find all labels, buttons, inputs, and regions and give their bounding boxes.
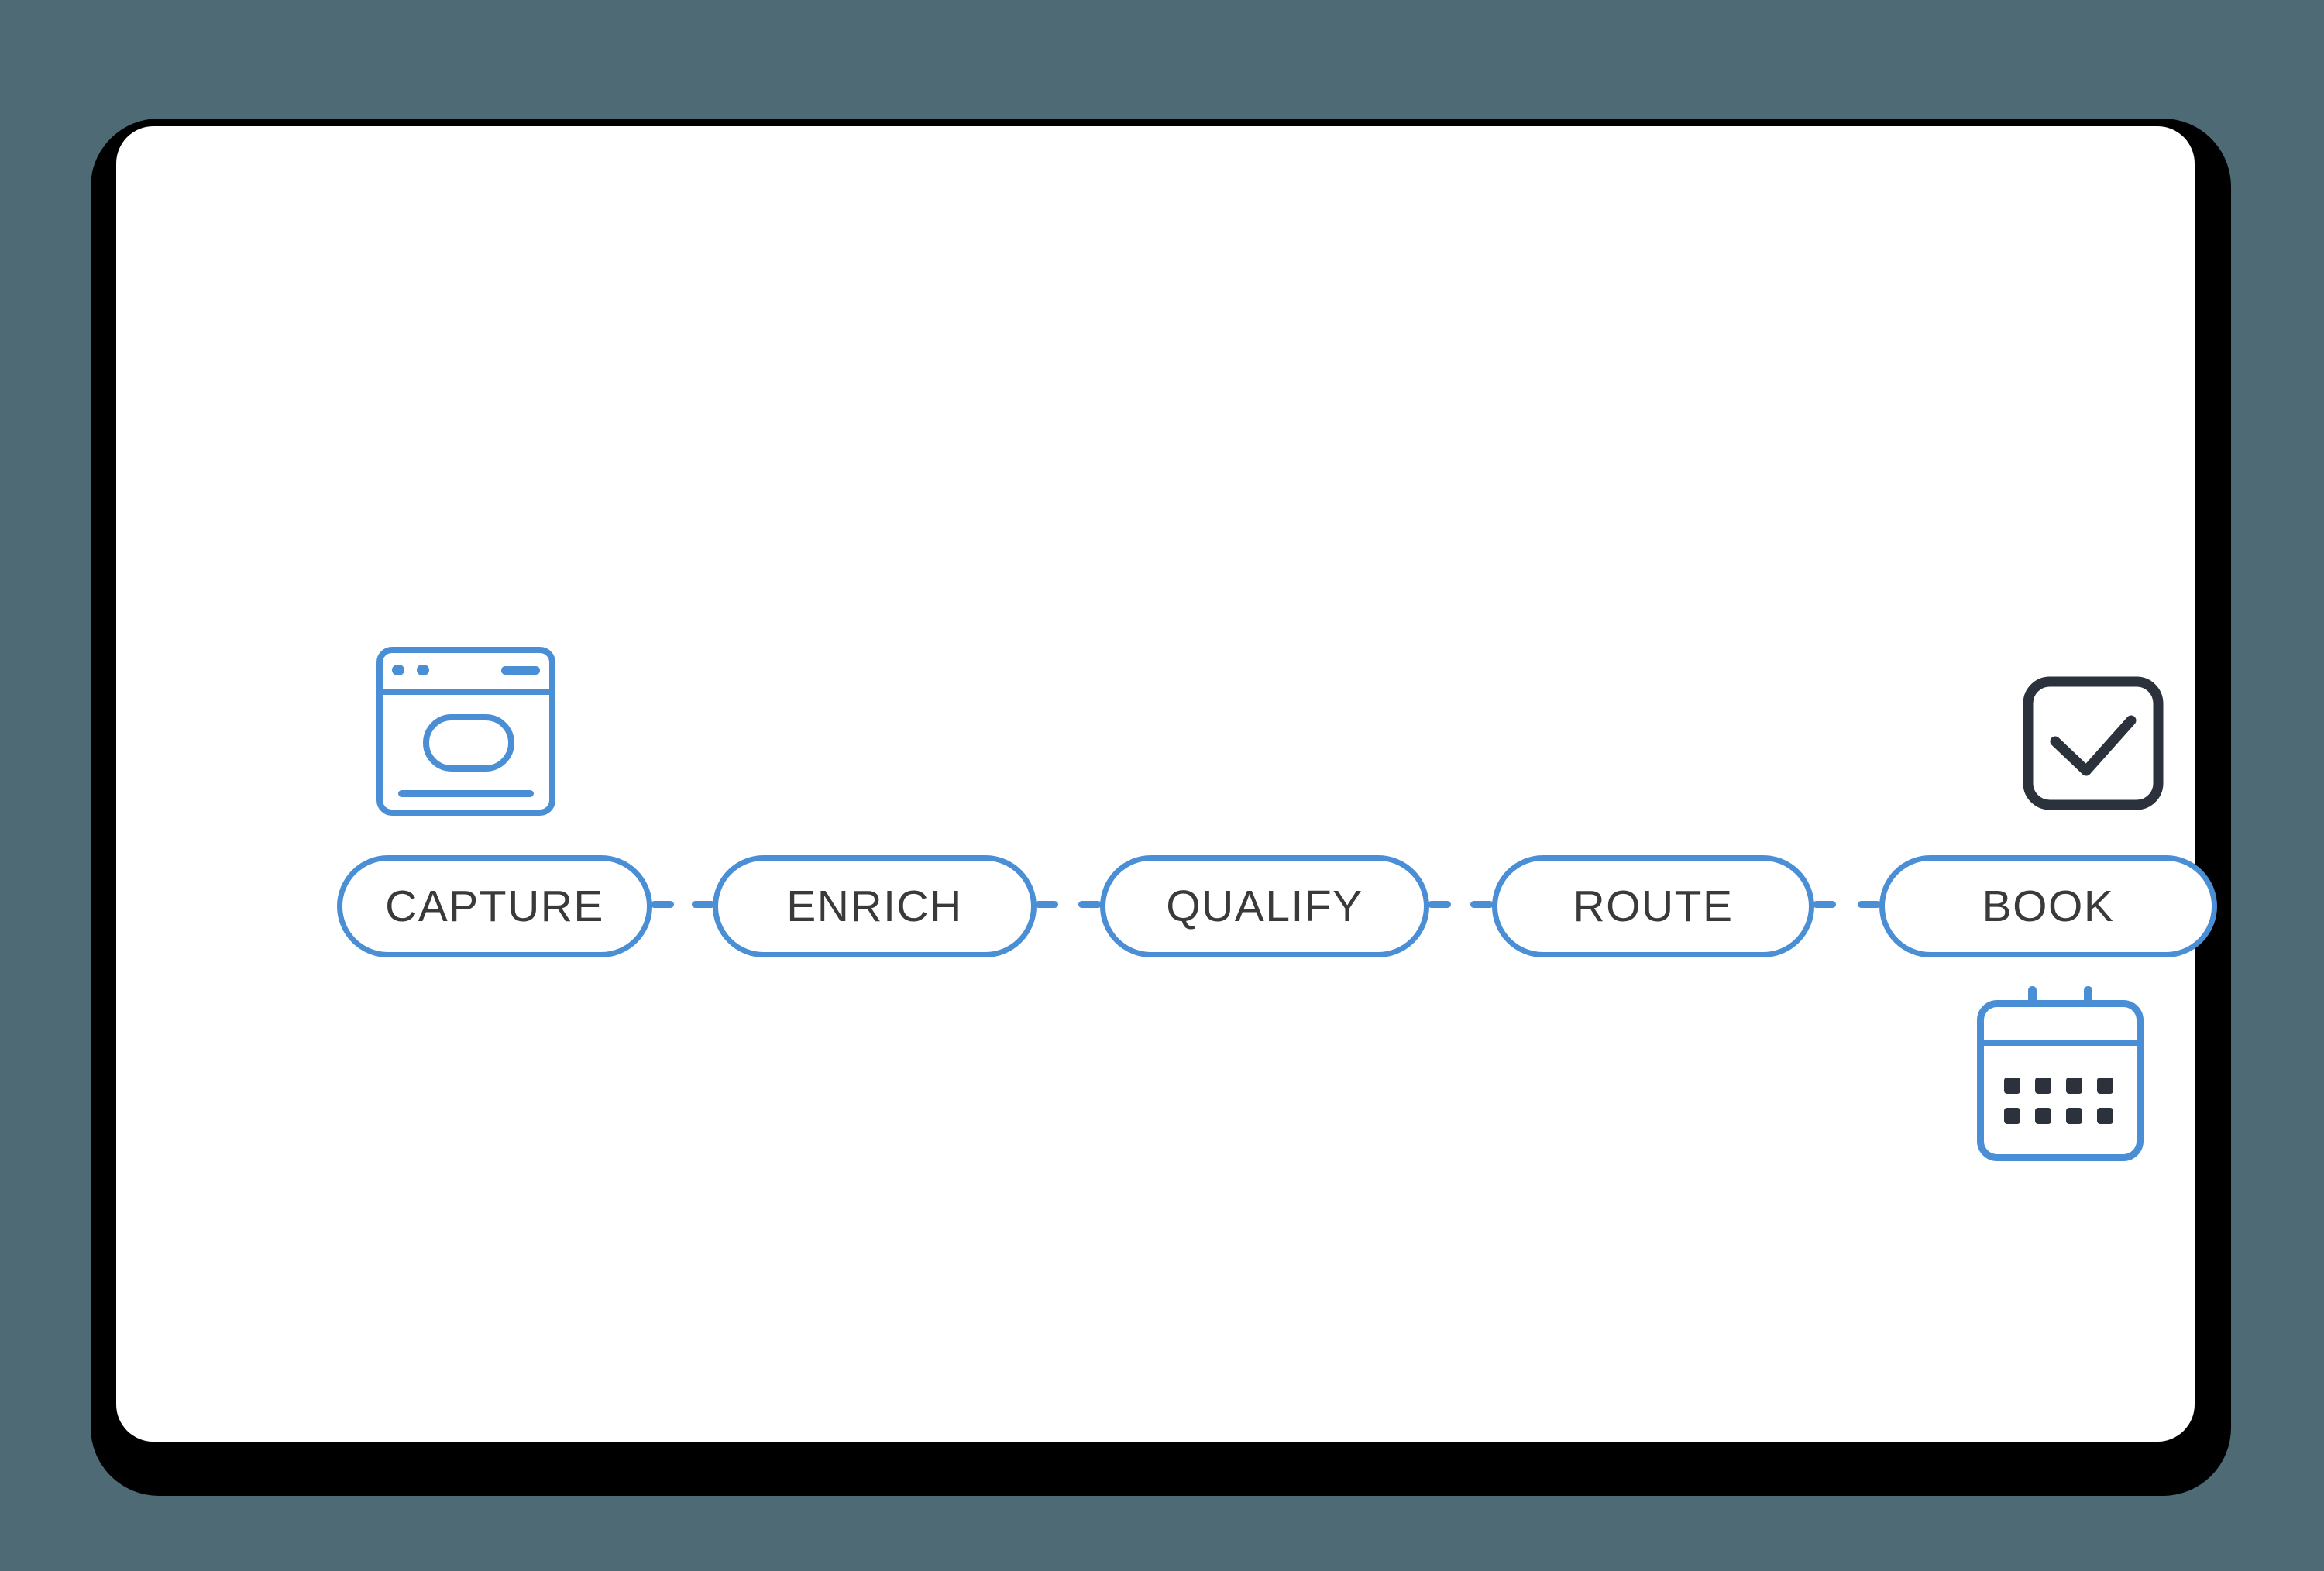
calendar-header [1984,1007,2137,1046]
stage-connector [1428,901,1494,908]
stage-label: CAPTURE [385,881,604,931]
calendar-date-dot [2004,1108,2020,1124]
connector-dash [692,901,715,908]
stage-label: BOOK [1982,881,2115,931]
stage-connector [651,901,715,908]
browser-content-line [398,790,534,797]
calendar-date-dot [2097,1078,2113,1094]
calendar-date-dot [2066,1108,2082,1124]
calendar-icon [1977,986,2144,1162]
stage-connector [1035,901,1102,908]
browser-content-oval [423,714,514,772]
calendar-date-dot [2066,1078,2082,1094]
browser-menu-dash-icon [501,666,540,675]
stage-label: ENRICH [786,881,963,931]
connector-dash [1858,901,1881,908]
stage-pill-capture: CAPTURE [337,855,652,957]
stage-pill-route: ROUTE [1492,855,1814,957]
calendar-date-dot [2035,1078,2051,1094]
stage-label: QUALIFY [1166,881,1363,931]
slide-card: CAPTURE ENRICH QUALIFY ROUTE BOOK [116,126,2217,1442]
connector-dash [651,901,674,908]
browser-dot-icon [417,665,429,675]
stage-connector [1813,901,1881,908]
calendar-body [1977,1000,2144,1161]
stage-pill-enrich: ENRICH [713,855,1037,957]
stage-pill-qualify: QUALIFY [1100,855,1429,957]
connector-dash [1428,901,1451,908]
calendar-date-dot [2097,1108,2113,1124]
stage-pill-book: BOOK [1879,855,2217,957]
checkbox-checked-icon [2023,676,2164,810]
browser-dot-icon [392,665,404,675]
browser-window-icon [376,647,555,816]
browser-titlebar [383,653,549,695]
calendar-date-grid [2004,1078,2113,1124]
connector-dash [1813,901,1836,908]
calendar-date-dot [2004,1078,2020,1094]
calendar-date-dot [2035,1108,2051,1124]
connector-dash [1078,901,1102,908]
connector-dash [1035,901,1058,908]
stage-label: ROUTE [1573,881,1734,931]
connector-dash [1470,901,1494,908]
